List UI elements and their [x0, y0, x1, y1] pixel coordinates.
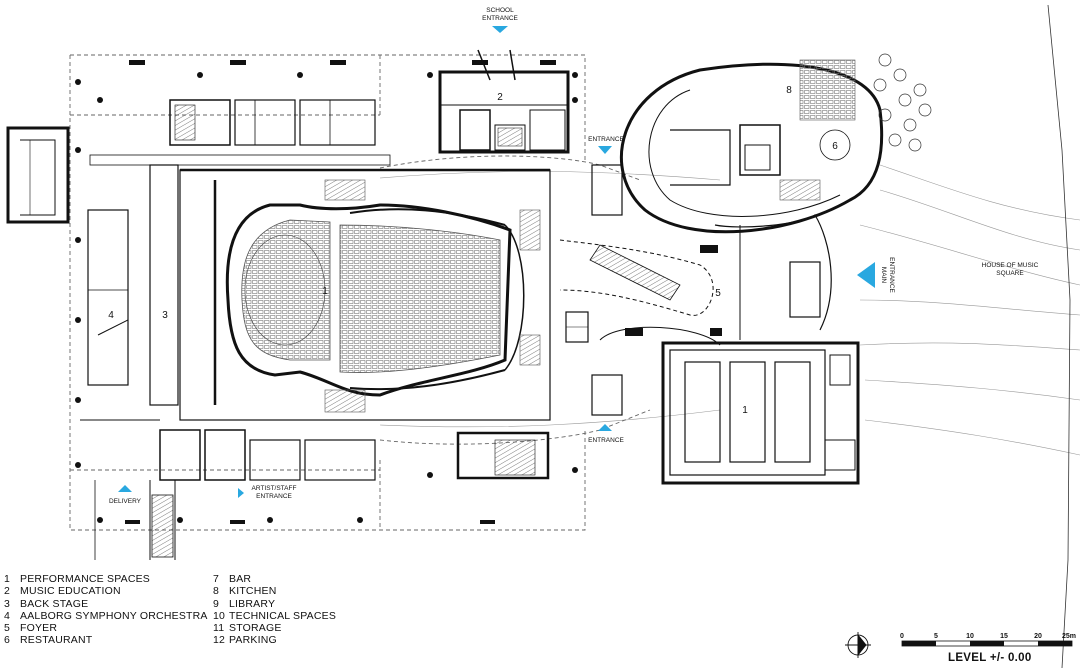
- legend-label: BACK STAGE: [20, 597, 89, 610]
- legend-item: 11 STORAGE: [213, 622, 336, 634]
- level-label: LEVEL +/- 0.00: [948, 652, 1032, 664]
- legend-label: KITCHEN: [229, 585, 277, 598]
- north-arrow: [845, 632, 871, 658]
- legend-number: 11: [213, 622, 225, 635]
- foyer: [559, 164, 832, 416]
- entrance-arrows: [118, 26, 875, 498]
- restaurant-pavilion: [620, 59, 884, 234]
- room-numbers: 2 1 4 3 5 8 6 1: [108, 85, 838, 416]
- delivery-label: DELIVERY: [109, 498, 142, 505]
- scale-tick-20: 20: [1034, 633, 1042, 640]
- legend-label: MUSIC EDUCATION: [20, 585, 121, 598]
- site-contours: [379, 164, 1080, 456]
- site-boundary: [1047, 4, 1071, 668]
- legend-item: 2 MUSIC EDUCATION: [4, 585, 208, 597]
- room-back-stage: 3: [162, 310, 168, 321]
- legend-number: 12: [213, 634, 226, 647]
- room-small-hall: 1: [742, 405, 748, 416]
- room-orchestra: 4: [108, 310, 114, 321]
- legend-number: 5: [4, 622, 11, 635]
- small-hall: [661, 341, 860, 485]
- legend-number: 1: [4, 573, 11, 585]
- legend-number: 7: [213, 573, 220, 585]
- legend-item: 4 AALBORG SYMPHONY ORCHESTRA: [4, 610, 208, 622]
- legend-number: 4: [4, 609, 11, 622]
- legend-label: PERFORMANCE SPACES: [20, 573, 151, 585]
- legend-label: PARKING: [229, 634, 277, 647]
- main-entrance-label: ENTRANCEMAIN: [880, 257, 895, 293]
- legend-label: AALBORG SYMPHONY ORCHESTRA: [20, 609, 208, 622]
- entrance-top-arrow: [598, 146, 612, 154]
- legend-number: 2: [4, 585, 11, 598]
- legend-number: 10: [213, 609, 226, 622]
- main-entrance-arrow: [857, 262, 875, 288]
- room-music-education: 2: [497, 92, 503, 103]
- legend-number: 9: [213, 597, 220, 610]
- entrance-bottom-label: ENTRANCE: [588, 437, 624, 444]
- legend-item: 6 RESTAURANT: [4, 634, 208, 646]
- delivery-arrow: [118, 485, 132, 492]
- structural-columns: [75, 60, 722, 524]
- legend-item: 7 BAR: [213, 573, 336, 585]
- scale-tick-0: 0: [900, 633, 904, 640]
- room-hall: 1: [322, 286, 328, 297]
- room-kitchen: 8: [786, 85, 792, 96]
- legend-label: RESTAURANT: [20, 634, 93, 647]
- scale-tick-15: 15: [1000, 633, 1008, 640]
- legend-item: 3 BACK STAGE: [4, 598, 208, 610]
- scale-tick-5: 5: [934, 633, 938, 640]
- scale-tick-25: 25m: [1062, 633, 1076, 640]
- school-entrance-arrow: [492, 26, 508, 33]
- legend-item: 9 LIBRARY: [213, 598, 336, 610]
- legend-label: TECHNICAL SPACES: [229, 609, 337, 622]
- upper-rooms: [89, 49, 570, 166]
- lower-rooms: [456, 431, 550, 480]
- entrance-top-label: ENTRANCE: [588, 136, 624, 143]
- legend-label: LIBRARY: [229, 597, 276, 610]
- room-foyer: 5: [715, 288, 721, 299]
- legend-label: BAR: [229, 573, 252, 585]
- legend-left: 1 PERFORMANCE SPACES 2 MUSIC EDUCATION 3 BACK…: [4, 573, 208, 647]
- legend-label: STORAGE: [229, 622, 282, 635]
- artist-entrance-arrow: [238, 488, 244, 498]
- scale-tick-10: 10: [966, 633, 974, 640]
- legend-number: 3: [4, 597, 11, 610]
- legend-label: FOYER: [20, 622, 58, 635]
- scale-bar: 0 5 10 15 20 25m: [900, 633, 1076, 647]
- legend-item: 5 FOYER: [4, 622, 208, 634]
- trees: [873, 53, 932, 152]
- legend-number: 8: [213, 585, 220, 598]
- room-restaurant: 6: [832, 141, 838, 152]
- legend-item: 1 PERFORMANCE SPACES: [4, 573, 208, 585]
- legend-number: 6: [4, 634, 11, 647]
- entrance-bottom-arrow: [598, 424, 612, 431]
- concert-hall: [179, 168, 551, 421]
- legend-item: 8 KITCHEN: [213, 585, 336, 597]
